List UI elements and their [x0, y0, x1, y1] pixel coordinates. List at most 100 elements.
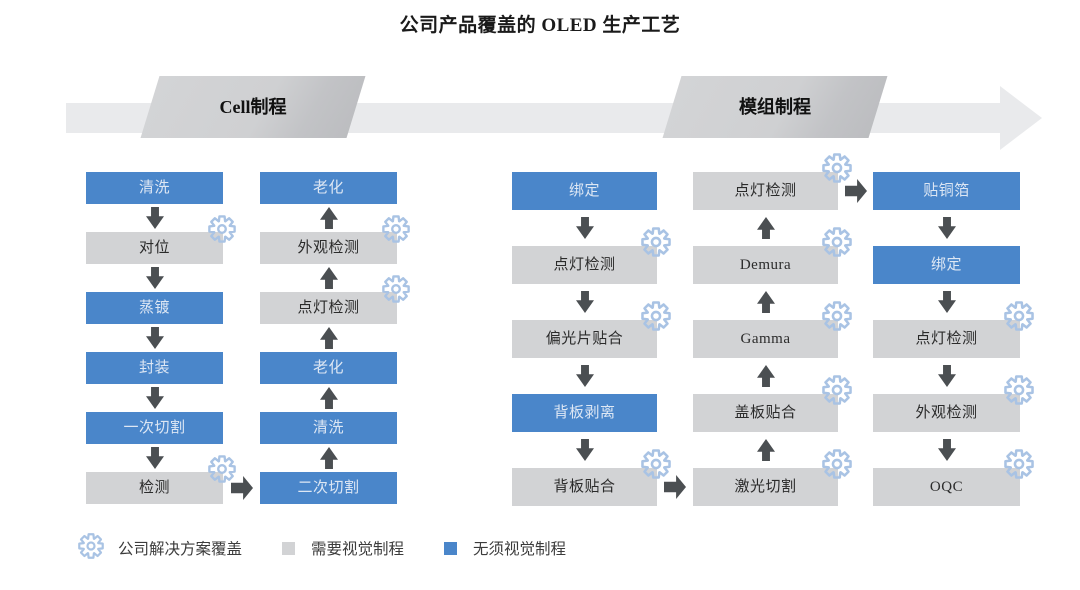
gear-icon	[208, 454, 237, 483]
process-step-box[interactable]: 封装	[86, 352, 223, 384]
legend-item-blue: 无须视觉制程	[444, 537, 566, 559]
gear-icon	[641, 301, 672, 332]
gear-icon	[382, 274, 411, 303]
process-step-label: 偏光片贴合	[545, 330, 624, 347]
process-step-box[interactable]: Demura	[693, 246, 838, 284]
arrow-down-icon	[145, 267, 164, 289]
arrow-up-icon	[756, 291, 775, 313]
process-step-box[interactable]: 蒸镀	[86, 292, 223, 324]
arrow-right-icon	[844, 179, 867, 203]
process-step-label: 点灯检测	[915, 330, 978, 347]
gear-icon	[822, 227, 853, 258]
arrow-down-icon	[575, 365, 594, 387]
banner-module-process: 模组制程	[662, 76, 888, 138]
process-step-label: 点灯检测	[553, 256, 616, 273]
process-step-label: 检测	[138, 479, 170, 496]
gear-icon	[822, 153, 853, 184]
gear-icon	[1004, 301, 1035, 332]
process-step-label: 外观检测	[915, 404, 978, 421]
process-step-box[interactable]: 对位	[86, 232, 223, 264]
process-step-box[interactable]: 外观检测	[873, 394, 1020, 432]
process-step-label: 封装	[138, 359, 170, 376]
legend-gray-label: 需要视觉制程	[311, 541, 405, 558]
arrow-down-icon	[145, 207, 164, 229]
process-step-label: Demura	[739, 256, 792, 273]
process-step-label: 清洗	[312, 419, 344, 436]
gear-icon	[1004, 375, 1035, 406]
process-step-label: 清洗	[138, 179, 170, 196]
process-step-box[interactable]: 点灯检测	[260, 292, 397, 324]
process-step-box[interactable]: 盖板贴合	[693, 394, 838, 432]
gear-icon	[208, 214, 237, 243]
legend-item-gear: 公司解决方案覆盖	[78, 532, 243, 564]
legend-gear-label: 公司解决方案覆盖	[118, 541, 243, 558]
legend-item-gray: 需要视觉制程	[282, 537, 404, 559]
arrow-down-icon	[937, 365, 956, 387]
legend-blue-label: 无须视觉制程	[473, 541, 567, 558]
process-step-label: 一次切割	[123, 419, 186, 436]
process-step-box[interactable]: 背板贴合	[512, 468, 657, 506]
process-step-label: 背板贴合	[553, 478, 616, 495]
process-step-box[interactable]: 偏光片贴合	[512, 320, 657, 358]
banner-cell-process: Cell制程	[140, 76, 366, 138]
process-step-box[interactable]: 清洗	[86, 172, 223, 204]
legend-gray-swatch	[282, 541, 296, 555]
process-step-label: 绑定	[568, 182, 600, 199]
arrow-up-icon	[319, 267, 338, 289]
process-step-box[interactable]: 贴铜箔	[873, 172, 1020, 210]
arrow-up-icon	[319, 387, 338, 409]
process-step-label: 绑定	[930, 256, 962, 273]
gear-icon	[822, 375, 853, 406]
process-step-box[interactable]: 激光切割	[693, 468, 838, 506]
arrow-down-icon	[937, 439, 956, 461]
process-step-box[interactable]: 清洗	[260, 412, 397, 444]
arrow-down-icon	[145, 327, 164, 349]
arrow-up-icon	[756, 439, 775, 461]
gear-icon	[641, 449, 672, 480]
process-step-box[interactable]: 点灯检测	[693, 172, 838, 210]
process-step-box[interactable]: 检测	[86, 472, 223, 504]
arrow-right-icon	[664, 475, 686, 499]
process-step-box[interactable]: Gamma	[693, 320, 838, 358]
process-step-box[interactable]: 点灯检测	[512, 246, 657, 284]
process-step-label: 老化	[312, 359, 344, 376]
process-step-box[interactable]: 老化	[260, 352, 397, 384]
gear-icon	[822, 449, 853, 480]
legend: 公司解决方案覆盖 需要视觉制程 无须视觉制程	[78, 532, 566, 564]
arrow-up-icon	[319, 207, 338, 229]
arrow-up-icon	[756, 365, 775, 387]
process-step-label: 背板剥离	[553, 404, 616, 421]
process-step-box[interactable]: 老化	[260, 172, 397, 204]
process-step-label: OQC	[929, 478, 964, 495]
process-step-box[interactable]: 点灯检测	[873, 320, 1020, 358]
process-step-box[interactable]: 外观检测	[260, 232, 397, 264]
arrow-up-icon	[756, 217, 775, 239]
arrow-down-icon	[145, 447, 164, 469]
process-step-label: 点灯检测	[297, 299, 360, 316]
process-step-box[interactable]: 二次切割	[260, 472, 397, 504]
process-step-box[interactable]: OQC	[873, 468, 1020, 506]
page-title: 公司产品覆盖的 OLED 生产工艺	[399, 15, 681, 36]
process-step-label: 盖板贴合	[734, 404, 797, 421]
legend-blue-swatch	[444, 541, 458, 555]
process-step-label: Gamma	[740, 330, 791, 347]
arrow-down-icon	[145, 387, 164, 409]
gear-icon	[641, 227, 672, 258]
process-step-box[interactable]: 背板剥离	[512, 394, 657, 432]
process-step-box[interactable]: 绑定	[873, 246, 1020, 284]
arrow-down-icon	[575, 439, 594, 461]
process-step-label: 激光切割	[734, 478, 797, 495]
process-step-label: 点灯检测	[734, 182, 797, 199]
process-step-box[interactable]: 一次切割	[86, 412, 223, 444]
process-step-label: 对位	[138, 239, 170, 256]
arrow-down-icon	[937, 291, 956, 313]
process-step-label: 老化	[312, 179, 344, 196]
banner-cell-label: Cell制程	[219, 97, 287, 117]
process-step-label: 贴铜箔	[923, 182, 970, 199]
process-band-arrowhead	[1000, 86, 1042, 150]
process-step-box[interactable]: 绑定	[512, 172, 657, 210]
process-step-label: 外观检测	[297, 239, 360, 256]
banner-module-label: 模组制程	[739, 97, 811, 117]
arrow-right-icon	[230, 476, 253, 500]
